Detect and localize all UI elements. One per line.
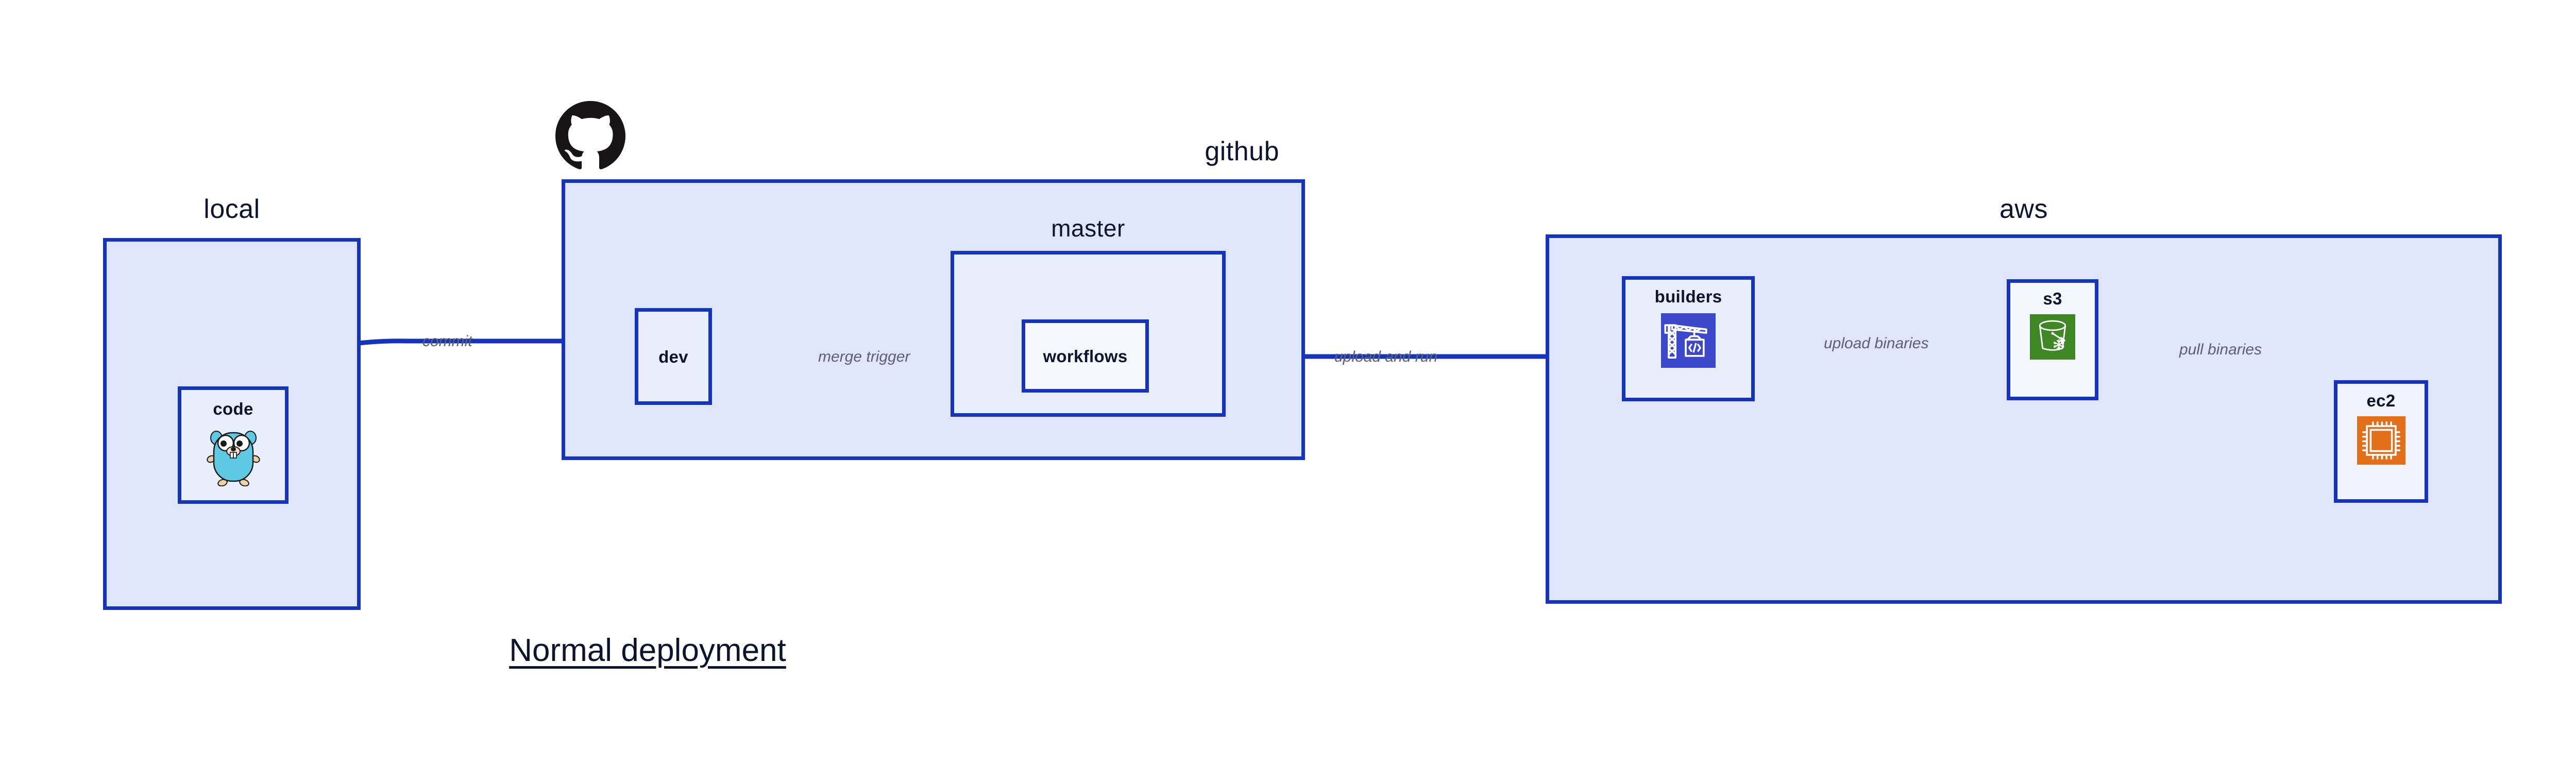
aws-ec2-icon — [2357, 416, 2405, 467]
node-s3[interactable]: s3 — [2007, 279, 2098, 400]
edge-label-upload-and-run: upload and run — [1334, 348, 1438, 365]
node-ec2-label: ec2 — [2366, 391, 2396, 410]
node-builders-label: builders — [1654, 287, 1722, 306]
subgroup-master-label: master — [1051, 215, 1125, 242]
node-s3-label: s3 — [2043, 289, 2062, 308]
node-workflows-label: workflows — [1043, 346, 1128, 366]
diagram-title: Normal deployment — [509, 633, 786, 668]
edge-label-upload-binaries: upload binaries — [1824, 335, 1929, 352]
group-local-label: local — [204, 194, 260, 224]
node-code[interactable]: code — [178, 386, 289, 504]
edge-label-merge-trigger: merge trigger — [818, 348, 910, 365]
node-builders[interactable]: builders — [1622, 276, 1755, 401]
group-aws-label: aws — [1999, 194, 2048, 224]
github-logo-icon — [555, 101, 625, 174]
node-ec2[interactable]: ec2 — [2334, 380, 2428, 503]
group-github-label: github — [1205, 137, 1279, 166]
node-dev-label: dev — [658, 347, 688, 366]
node-dev[interactable]: dev — [635, 308, 712, 405]
aws-s3-glacier-icon — [2030, 314, 2075, 362]
go-gopher-icon — [206, 427, 260, 489]
node-code-label: code — [213, 399, 253, 418]
node-workflows[interactable]: workflows — [1022, 319, 1149, 393]
edge-label-commit: commit — [422, 333, 472, 350]
aws-codebuild-icon — [1661, 313, 1716, 370]
edge-label-pull-binaries: pull binaries — [2179, 341, 2262, 358]
